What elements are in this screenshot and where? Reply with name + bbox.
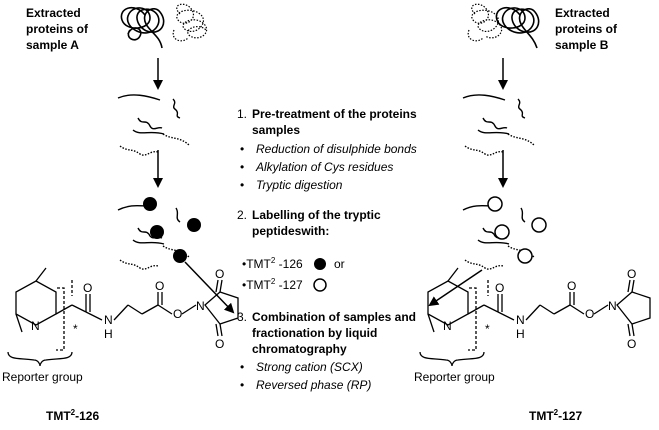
sample-b-line1: Extracted xyxy=(555,6,610,20)
step-2-title-line2: peptideswith: xyxy=(252,224,329,238)
protein-tangle-b2 xyxy=(495,6,540,49)
atom-o: O xyxy=(173,307,182,321)
step-3-bullet-2: Reversed phase (RP) xyxy=(256,378,371,392)
atom-o: O xyxy=(627,267,636,281)
step-3-number: 3. xyxy=(237,310,247,324)
step-2-number: 2. xyxy=(237,208,247,222)
arrow-a-combine xyxy=(184,261,235,314)
atom-h: H xyxy=(516,327,525,341)
step-2-or: or xyxy=(334,257,345,271)
tmt-126-name: TMT2-126 xyxy=(46,408,99,423)
atom-n: N xyxy=(443,319,452,333)
sample-a-line3: sample A xyxy=(26,38,79,52)
step-1-bullet-2: Alkylation of Cys residues xyxy=(255,160,393,174)
step-1-title-line1: Pre-treatment of the proteins xyxy=(252,107,417,121)
tmt-126-structure xyxy=(7,267,239,367)
reporter-group-label: Reporter group xyxy=(2,370,83,384)
tag-126-dot xyxy=(314,258,326,270)
protein-tangle-a xyxy=(120,6,165,49)
step-1-number: 1. xyxy=(237,107,247,121)
tmt-127-atoms: N O * N H O O N O O Reporter group TMT2-… xyxy=(414,267,636,423)
atom-n: N xyxy=(196,299,205,313)
arrows xyxy=(153,58,508,314)
tag-127-circles xyxy=(487,196,547,264)
step-1: 1. Pre-treatment of the proteins samples… xyxy=(237,107,417,192)
tag-127-circle xyxy=(494,224,510,240)
tag-127-circle xyxy=(531,217,547,233)
tag-126-dot xyxy=(187,218,201,232)
atom-n: N xyxy=(31,319,40,333)
step-3: 3. Combination of samples and fractionat… xyxy=(237,310,416,392)
step-2-tag-127: •TMT2 -127 xyxy=(242,277,303,292)
cleavage-star: * xyxy=(485,322,490,336)
atom-n: N xyxy=(516,313,525,327)
atom-o: O xyxy=(567,279,576,293)
atom-h: H xyxy=(104,327,113,341)
step-3-title-line1: Combination of samples and xyxy=(252,310,416,324)
step-3-bullet-1: Strong cation (SCX) xyxy=(256,360,363,374)
atom-n: N xyxy=(608,299,617,313)
atom-n: N xyxy=(104,313,113,327)
protein-tangle-a2 xyxy=(172,3,208,42)
arrow-b-combine xyxy=(428,269,483,307)
tag-127-circle xyxy=(313,278,327,292)
sample-b-label: Extracted proteins of sample B xyxy=(555,6,618,52)
tag-127-circle xyxy=(487,196,503,212)
step-1-title-line2: samples xyxy=(252,123,300,137)
step-1-bullet-dot: • xyxy=(240,142,244,156)
sample-a-label: Extracted proteins of sample A xyxy=(26,6,89,52)
sample-b-line2: proteins of xyxy=(555,22,618,36)
tag-127-circle xyxy=(517,248,533,264)
tmt-127-structure xyxy=(419,267,651,367)
atom-o: O xyxy=(215,267,224,281)
tag-126-dot xyxy=(173,249,187,263)
atom-o: O xyxy=(627,337,636,351)
step-1-bullet-dot: • xyxy=(240,160,244,174)
step-2: 2. Labelling of the tryptic peptideswith… xyxy=(237,208,381,292)
tag-126-dots xyxy=(143,197,201,263)
atom-o: O xyxy=(585,307,594,321)
step-3-bullet-dot: • xyxy=(240,360,244,374)
reporter-group-label: Reporter group xyxy=(414,370,495,384)
sample-a-line2: proteins of xyxy=(26,22,89,36)
sample-b-line3: sample B xyxy=(555,38,609,52)
cleavage-star: * xyxy=(73,322,78,336)
step-1-bullet-3: Tryptic digestion xyxy=(256,178,343,192)
step-3-title-line3: chromatography xyxy=(252,342,347,356)
tmt-127-name: TMT2-127 xyxy=(529,408,582,423)
tag-126-dot xyxy=(143,197,157,211)
protein-tangle-b xyxy=(467,3,503,42)
step-3-title-line2: fractionation by liquid xyxy=(252,326,377,340)
step-2-title-line1: Labelling of the tryptic xyxy=(252,208,381,222)
step-1-bullet-1: Reduction of disulphide bonds xyxy=(256,142,417,156)
step-2-tag-126: •TMT2 -126 xyxy=(242,256,303,271)
step-1-bullet-dot: • xyxy=(240,178,244,192)
atom-o: O xyxy=(155,279,164,293)
tmt-126-atoms: N O * N H O O N O O Reporter group TMT2-… xyxy=(2,267,224,423)
peptides-a xyxy=(117,94,191,156)
peptides-b xyxy=(462,94,536,156)
tag-126-dot xyxy=(150,225,164,239)
step-3-bullet-dot: • xyxy=(240,378,244,392)
sample-a-line1: Extracted xyxy=(26,6,81,20)
atom-o: O xyxy=(83,281,92,295)
atom-o: O xyxy=(215,337,224,351)
atom-o: O xyxy=(495,281,504,295)
